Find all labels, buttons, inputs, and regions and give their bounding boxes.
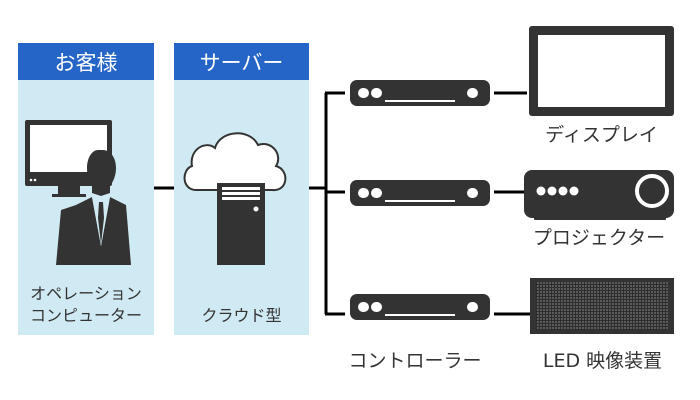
projector-icon: [524, 170, 674, 220]
controller-1: [350, 80, 490, 106]
server-panel-header: サーバー: [174, 43, 309, 80]
cloud-server-icon: [183, 132, 287, 265]
customer-caption: オペレーション コンピューター: [18, 283, 154, 327]
connection-lines: [154, 91, 530, 316]
display-label: ディスプレイ: [545, 124, 658, 146]
customer-panel: お客様 オペレーション コンピューター: [18, 43, 154, 335]
customer-panel-header: お客様: [18, 43, 154, 80]
customer-caption-line2: コンピューター: [29, 306, 142, 325]
led-label: LED 映像装置: [542, 350, 663, 372]
led-panel-icon: [530, 278, 674, 334]
controller-2: [350, 180, 490, 206]
controller-3: [350, 294, 490, 320]
controller-label: コントローラー: [348, 350, 482, 372]
projector-label: プロジェクター: [532, 227, 666, 249]
person-with-monitor-icon: [25, 120, 131, 265]
customer-caption-line1: オペレーション: [30, 284, 142, 303]
server-caption: クラウド型: [201, 306, 282, 325]
display-icon: [529, 26, 674, 116]
